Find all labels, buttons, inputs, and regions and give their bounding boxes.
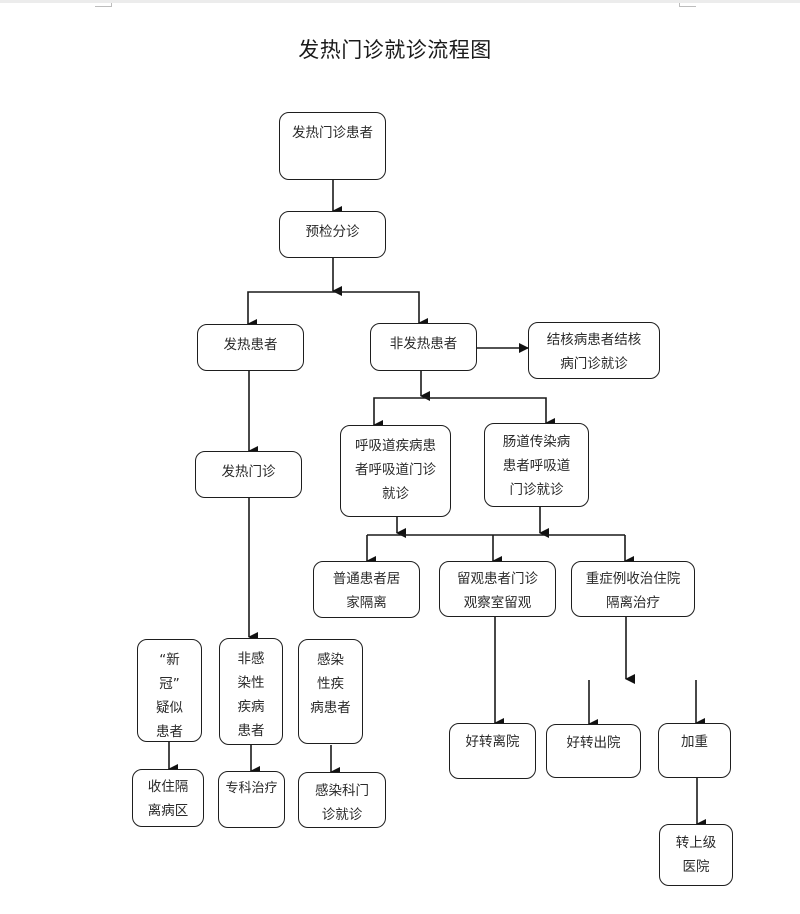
edge-triage-to-nonfever bbox=[333, 291, 428, 328]
node-non-infectious: 非感 染性 疾病 患者 bbox=[219, 638, 283, 745]
node-home-isolation: 普通患者居 家隔离 bbox=[313, 561, 420, 618]
node-observation-room: 留观患者门诊 观察室留观 bbox=[439, 561, 556, 617]
node-intestinal-clinic: 肠道传染病 患者呼吸道 门诊就诊 bbox=[484, 423, 589, 507]
node-infectious-dept: 感染科门 诊就诊 bbox=[298, 772, 386, 828]
node-respiratory-clinic: 呼吸道疾病患 者呼吸道门诊 就诊 bbox=[340, 425, 451, 517]
edge-split-respiratory bbox=[373, 397, 421, 430]
page-top-edge bbox=[0, 0, 800, 3]
node-pre-triage: 预检分诊 bbox=[279, 211, 386, 258]
node-fever-clinic-patient: 发热门诊患者 bbox=[279, 112, 386, 180]
margin-corner-mark-left bbox=[95, 3, 112, 7]
node-isolation-ward: 收住隔 离病区 bbox=[132, 769, 204, 827]
node-covid-suspected: “新 冠” 疑似 患者 bbox=[137, 639, 202, 742]
node-severe-hospitalization: 重症例收治住院 隔离治疗 bbox=[571, 561, 695, 617]
node-tb-clinic: 结核病患者结核 病门诊就诊 bbox=[528, 322, 660, 379]
node-infectious: 感染 性疾 病患者 bbox=[298, 639, 363, 744]
edge-split-intestinal bbox=[421, 397, 555, 428]
node-specialist-treatment: 专科治疗 bbox=[218, 771, 285, 828]
node-non-fever-patient: 非发热患者 bbox=[370, 323, 477, 371]
node-transfer-higher: 转上级 医院 bbox=[659, 824, 733, 886]
margin-corner-mark-right bbox=[679, 3, 696, 7]
node-fever-clinic: 发热门诊 bbox=[195, 451, 302, 498]
edge-triage-to-fever bbox=[247, 291, 333, 329]
node-fever-patient: 发热患者 bbox=[197, 324, 304, 371]
page-title: 发热门诊就诊流程图 bbox=[298, 38, 492, 62]
node-worsened: 加重 bbox=[658, 723, 731, 778]
node-improved-discharge: 好转出院 bbox=[546, 724, 641, 778]
node-improved-leave: 好转离院 bbox=[449, 723, 536, 779]
